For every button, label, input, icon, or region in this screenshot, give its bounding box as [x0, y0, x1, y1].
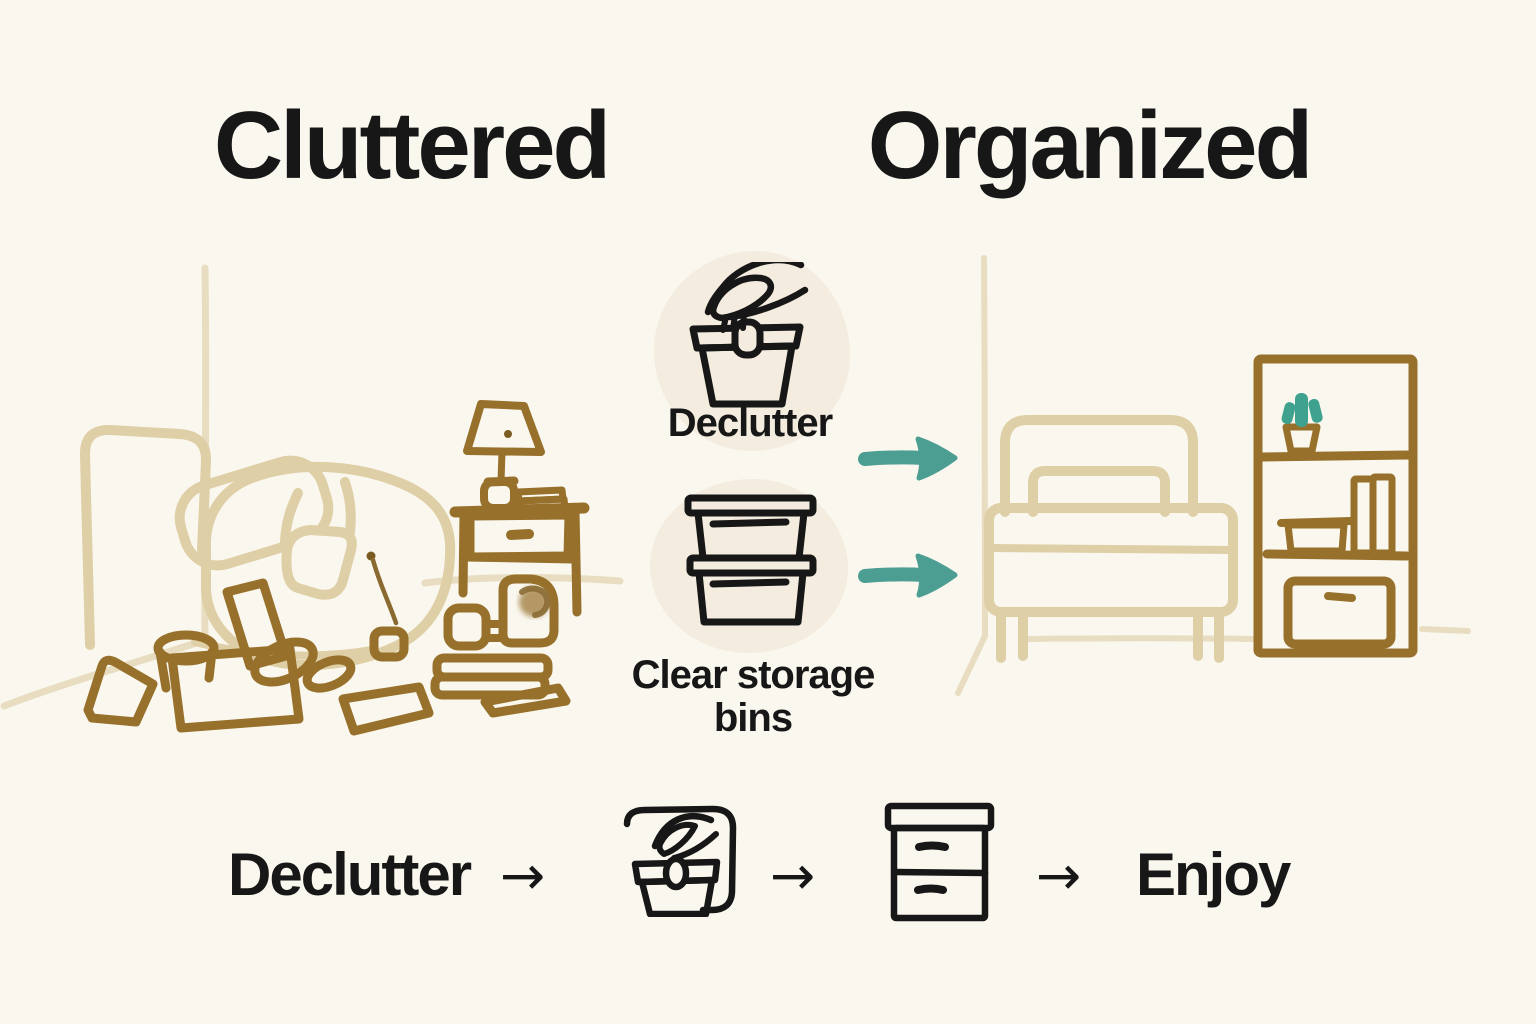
- cup: [480, 478, 518, 512]
- cluttered-bedroom-illustration: [0, 264, 624, 736]
- drawer-handle: [506, 529, 534, 540]
- flow-end-label: Enjoy: [1136, 841, 1291, 908]
- spilled-item: [250, 637, 318, 687]
- flow-start-label: Declutter: [228, 841, 472, 908]
- basket-tab: [731, 318, 764, 359]
- floor-clutter: [83, 574, 571, 736]
- open-box: [167, 644, 304, 733]
- headboard-inner-rail: [1028, 466, 1170, 517]
- nightstand-leg: [458, 508, 469, 598]
- teal-arrow-icon: [858, 553, 958, 598]
- flow-arrow-glyph: →: [1036, 844, 1082, 907]
- title-organized: Organized: [867, 92, 1313, 199]
- two-drawer-storage-unit-icon: [884, 802, 995, 922]
- bin-body: [695, 569, 807, 626]
- caddy-cube: [443, 603, 491, 651]
- hand-fingers: [720, 310, 747, 333]
- box-flap: [222, 578, 291, 671]
- nightstand-shelf: [461, 552, 578, 564]
- spilled-item: [302, 655, 356, 693]
- hand-leaf: [709, 274, 774, 322]
- scattered-paper: [480, 683, 571, 718]
- basket-rim: [689, 323, 804, 352]
- lamp-stem: [497, 448, 506, 485]
- basket-with-hand-icon: [623, 805, 737, 917]
- headboard: [79, 425, 211, 650]
- declutter-step-label: Declutter: [667, 401, 833, 445]
- fuzzy-ball-scribble: [519, 585, 551, 618]
- bookshelf-frame: [1253, 354, 1418, 658]
- basket-body: [638, 876, 716, 917]
- blanket-pocket: [281, 525, 357, 600]
- tidy-bed: [984, 415, 1238, 663]
- unit-lid: [884, 802, 995, 832]
- shelf-line: [1258, 450, 1415, 462]
- lamp-shade: [463, 400, 545, 456]
- nightstand-top: [449, 502, 590, 518]
- lamp-dot: [504, 430, 512, 438]
- pillow: [174, 455, 334, 571]
- caddy-bin: [498, 574, 559, 648]
- organized-bedroom-illustration: [955, 255, 1471, 696]
- hand-stroke: [651, 813, 715, 850]
- icon-frame: [623, 805, 737, 914]
- stacked-storage-bins-icon: [684, 494, 817, 626]
- unit-divider: [890, 868, 989, 877]
- bin-handle: [709, 578, 790, 588]
- hand-stroke: [704, 262, 805, 316]
- book: [1369, 473, 1396, 557]
- flow-arrow-glyph: →: [770, 844, 816, 907]
- shelf-drawer: [1283, 576, 1396, 649]
- scattered-paper: [83, 655, 158, 727]
- hand-dropping-item-into-basket-icon: [689, 262, 809, 408]
- flow-arrow-glyph: →: [500, 844, 546, 907]
- shelf-drawer-handle: [1324, 592, 1356, 602]
- bin-handle: [709, 518, 790, 528]
- title-cluttered: Cluttered: [213, 92, 611, 199]
- small-box: [369, 626, 409, 662]
- tray-box: [1284, 521, 1348, 555]
- mattress-seam: [987, 544, 1235, 554]
- blanket-fold-line: [280, 488, 303, 547]
- plant-pot: [1282, 423, 1321, 455]
- unit-handle: [914, 884, 947, 894]
- bed-leg: [996, 607, 1028, 663]
- storage-bins-step-label: Clear storage bins: [631, 653, 876, 741]
- headboard: [1000, 415, 1198, 517]
- blanket-fold-line: [340, 477, 356, 537]
- plant-icon: [1281, 393, 1323, 427]
- hanging-string: [370, 557, 399, 626]
- teal-arrow-icon: [858, 436, 958, 481]
- hand-leaf: [656, 822, 698, 857]
- bookshelf: [1253, 354, 1418, 658]
- scattered-paper: [338, 682, 434, 736]
- bed-leg: [1193, 607, 1224, 663]
- nightstand: [449, 400, 590, 617]
- basket-tab: [662, 855, 690, 891]
- mattress: [984, 503, 1238, 617]
- unit-handle: [915, 841, 949, 851]
